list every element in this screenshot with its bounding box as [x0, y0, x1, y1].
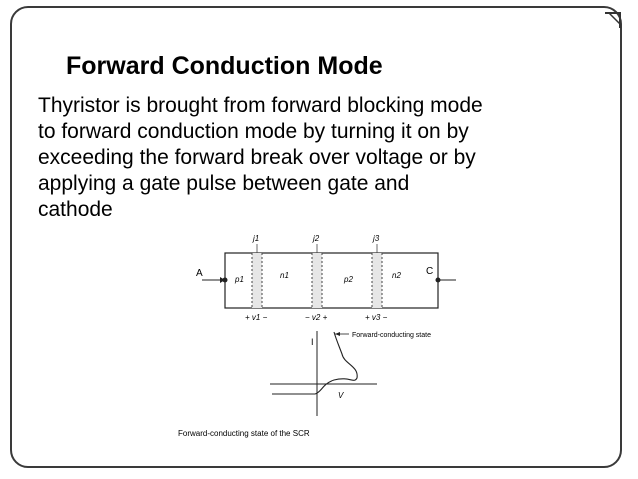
anode-label: A [196, 268, 203, 279]
body-line-3: exceeding the forward break over voltage… [38, 146, 476, 169]
y-axis-label: I [311, 337, 314, 347]
region-label-p2: p2 [343, 275, 353, 284]
body-line-2: to forward conduction mode by turning it… [38, 120, 469, 143]
x-axis-label: V [338, 391, 344, 400]
voltage-label-v3: + v3 − [365, 313, 388, 322]
cathode-label: C [426, 266, 433, 277]
iv-graph: I V Forward-conducting state [270, 331, 431, 416]
scr-figure: A C j1 j2 j3 p1 n1 p2 n2 + v1 − − v2 + +… [178, 234, 456, 438]
junction-j2 [311, 244, 323, 308]
state-label: Forward-conducting state [352, 332, 431, 339]
junction-label-j1: j1 [252, 234, 259, 243]
junction-j1 [251, 244, 263, 308]
page-corner-icon [605, 12, 621, 28]
figure-caption: Forward-conducting state of the SCR [178, 429, 310, 438]
body-line-1: Thyristor is brought from forward blocki… [38, 94, 483, 117]
region-label-n2: n2 [392, 271, 401, 280]
junction-label-j3: j3 [372, 234, 380, 243]
region-label-n1: n1 [280, 271, 289, 280]
junction-j3 [371, 244, 383, 308]
body-line-4: applying a gate pulse between gate and [38, 172, 410, 195]
region-label-p1: p1 [234, 275, 244, 284]
slide-body: Thyristor is brought from forward blocki… [38, 93, 598, 223]
voltage-label-v2: − v2 + [305, 313, 328, 322]
slide-frame [10, 6, 622, 468]
iv-curve [272, 331, 358, 395]
slide-title: Forward Conduction Mode [66, 52, 383, 80]
body-line-5: cathode [38, 198, 113, 221]
junction-label-j2: j2 [312, 234, 320, 243]
voltage-label-v1: + v1 − [245, 313, 268, 322]
